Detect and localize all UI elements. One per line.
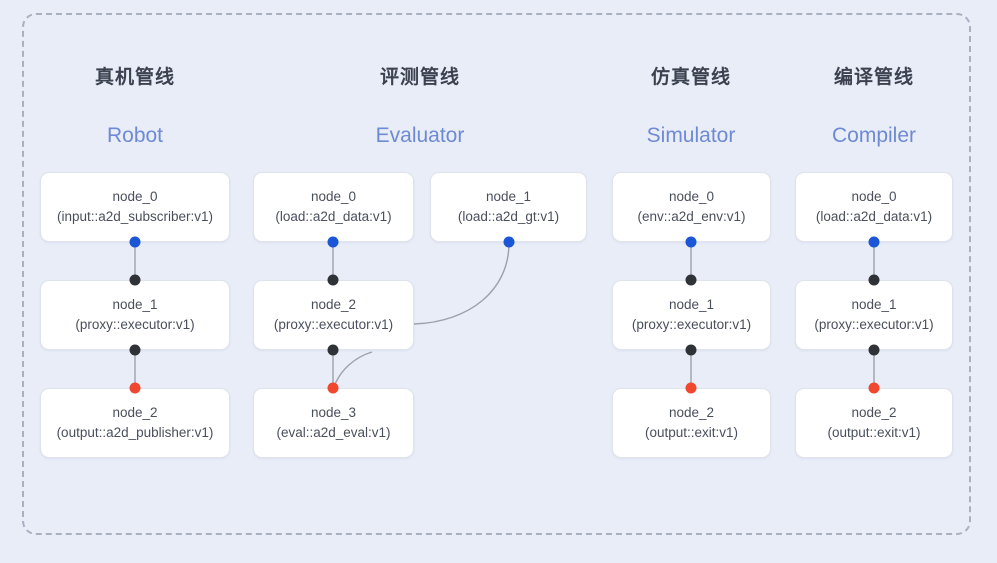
column-title-cn-robot: 真机管线: [94, 67, 175, 88]
pipeline-group-frame: [22, 13, 971, 535]
port-output-simulator-1[interactable]: [685, 344, 697, 356]
node-id: node_3: [310, 404, 357, 420]
node-id: node_2: [112, 404, 158, 420]
port-output-compiler-1[interactable]: [868, 344, 880, 356]
node-robot-2[interactable]: node_2 (output::a2d_publisher:v1): [40, 388, 230, 458]
node-id: node_0: [112, 188, 158, 204]
node-id: node_1: [112, 296, 158, 312]
node-evaluator-0[interactable]: node_0 (load::a2d_data:v1): [253, 172, 414, 242]
column-title-cn-simulator: 仿真管线: [650, 67, 731, 88]
node-type: (load::a2d_gt:v1): [457, 208, 560, 224]
node-type: (load::a2d_data:v1): [815, 208, 933, 224]
node-robot-1[interactable]: node_1 (proxy::executor:v1): [40, 280, 230, 350]
node-type: (output::exit:v1): [644, 424, 739, 440]
column-title-cn-compiler: 编译管线: [833, 67, 914, 88]
node-evaluator-3[interactable]: node_3 (eval::a2d_eval:v1): [253, 388, 414, 458]
node-simulator-0[interactable]: node_0 (env::a2d_env:v1): [612, 172, 771, 242]
node-simulator-1[interactable]: node_1 (proxy::executor:v1): [612, 280, 771, 350]
column-title-en-simulator: Simulator: [646, 124, 736, 147]
node-id: node_1: [851, 296, 897, 312]
port-output-evaluator-2[interactable]: [327, 344, 339, 356]
node-type: (input::a2d_subscriber:v1): [56, 208, 214, 224]
node-id: node_2: [668, 404, 715, 420]
port-input-evaluator-2[interactable]: [327, 274, 339, 286]
port-input-simulator-1[interactable]: [685, 274, 697, 286]
node-type: (proxy::executor:v1): [75, 316, 195, 332]
port-output-compiler-0[interactable]: [868, 236, 880, 248]
port-output-evaluator-0[interactable]: [327, 236, 339, 248]
node-type: (proxy::executor:v1): [814, 316, 934, 332]
node-type: (eval::a2d_eval:v1): [276, 424, 391, 440]
node-id: node_0: [851, 188, 897, 204]
node-type: (output::exit:v1): [827, 424, 921, 440]
node-id: node_0: [668, 188, 715, 204]
node-evaluator-1[interactable]: node_1 (load::a2d_gt:v1): [430, 172, 587, 242]
node-robot-0[interactable]: node_0 (input::a2d_subscriber:v1): [40, 172, 230, 242]
column-title-en-evaluator: Evaluator: [375, 124, 465, 147]
node-id: node_0: [310, 188, 357, 204]
node-id: node_2: [310, 296, 357, 312]
port-output-simulator-0[interactable]: [685, 236, 697, 248]
column-title-cn-evaluator: 评测管线: [379, 67, 460, 88]
node-simulator-2[interactable]: node_2 (output::exit:v1): [612, 388, 771, 458]
node-compiler-1[interactable]: node_1 (proxy::executor:v1): [795, 280, 953, 350]
port-input-evaluator-3[interactable]: [327, 382, 339, 394]
node-id: node_1: [668, 296, 715, 312]
node-type: (load::a2d_data:v1): [275, 208, 392, 224]
port-input-robot-1[interactable]: [129, 274, 141, 286]
port-input-robot-2[interactable]: [129, 382, 141, 394]
node-type: (proxy::executor:v1): [631, 316, 752, 332]
node-compiler-0[interactable]: node_0 (load::a2d_data:v1): [795, 172, 953, 242]
node-evaluator-2[interactable]: node_2 (proxy::executor:v1): [253, 280, 414, 350]
node-id: node_2: [851, 404, 897, 420]
port-output-evaluator-1[interactable]: [503, 236, 515, 248]
node-type: (proxy::executor:v1): [273, 316, 394, 332]
port-input-simulator-2[interactable]: [685, 382, 697, 394]
port-input-compiler-2[interactable]: [868, 382, 880, 394]
node-compiler-2[interactable]: node_2 (output::exit:v1): [795, 388, 953, 458]
port-output-robot-1[interactable]: [129, 344, 141, 356]
node-id: node_1: [485, 188, 532, 204]
node-type: (output::a2d_publisher:v1): [56, 424, 214, 440]
node-type: (env::a2d_env:v1): [637, 208, 746, 224]
port-output-robot-0[interactable]: [129, 236, 141, 248]
column-title-en-robot: Robot: [106, 124, 164, 147]
port-input-compiler-1[interactable]: [868, 274, 880, 286]
column-title-en-compiler: Compiler: [831, 124, 917, 147]
